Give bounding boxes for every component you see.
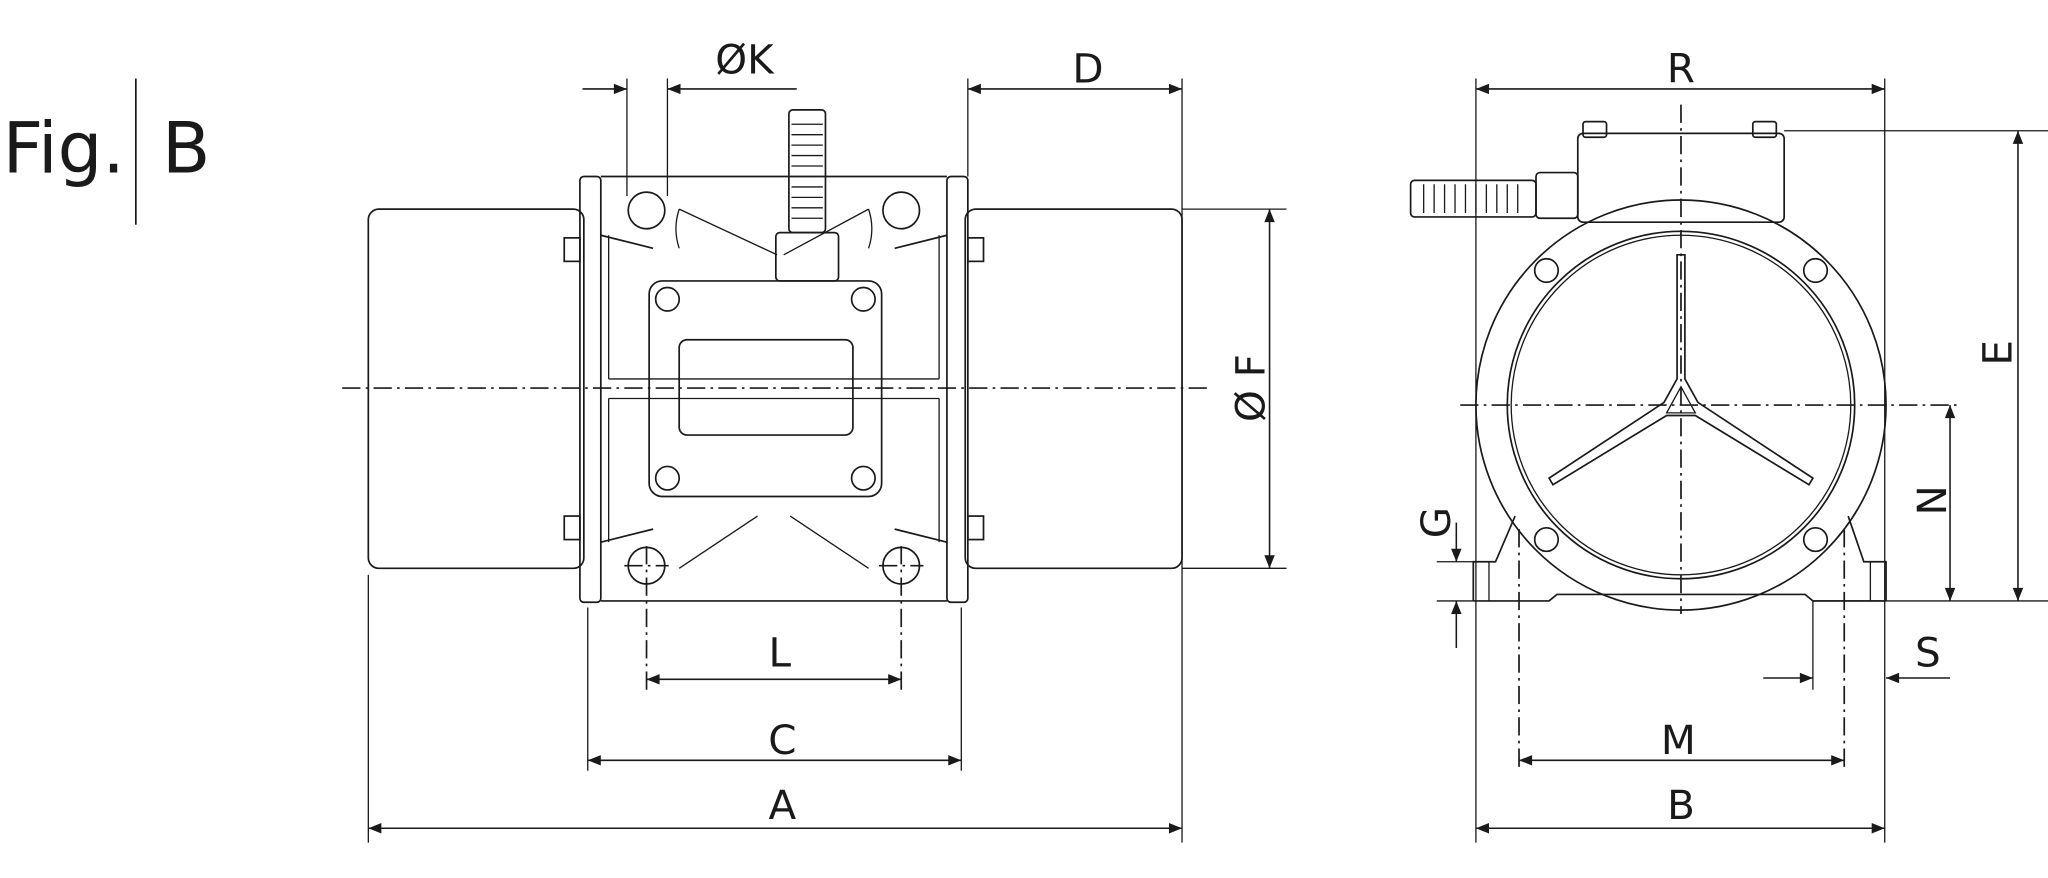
base-feet xyxy=(1472,515,1887,602)
dimension-e-label: E xyxy=(1973,340,2021,366)
dimension-d-label: D xyxy=(1072,44,1103,92)
box-screw xyxy=(1582,120,1608,139)
housing-body xyxy=(600,175,948,602)
extension-lines xyxy=(1436,78,2048,843)
bolt-head xyxy=(966,515,985,541)
bolt-head xyxy=(966,237,985,263)
dimension-c-label: C xyxy=(768,716,796,764)
cable-gland xyxy=(788,109,827,234)
cable-gland-nut xyxy=(774,231,840,282)
dimension-m-label: M xyxy=(1661,716,1696,764)
hole-centerlines xyxy=(624,546,924,693)
cable-gland xyxy=(1409,179,1537,218)
dimension-g-label: G xyxy=(1412,507,1460,538)
housing-ribs xyxy=(608,235,940,543)
side-view: A C L D ØK Ø F xyxy=(342,35,1287,843)
base-feet-detail xyxy=(1488,561,1872,690)
hole-centerlines xyxy=(1518,529,1846,771)
screw-icon xyxy=(1533,257,1829,553)
mounting-hole xyxy=(882,191,921,230)
dimension-k-label: ØK xyxy=(715,35,775,83)
front-view: R B M E N G S xyxy=(1409,44,2048,843)
dimension-b-label: B xyxy=(1667,781,1695,829)
bolt-head xyxy=(563,515,581,541)
cable-gland-nut xyxy=(1535,171,1579,220)
cable-gland-ribs xyxy=(791,123,823,219)
cover-ribs xyxy=(1547,253,1815,486)
right-flange xyxy=(946,175,969,604)
bolt-head xyxy=(563,237,581,263)
dimension-n-label: N xyxy=(1908,485,1956,515)
dimension-a-label: A xyxy=(769,781,797,829)
extension-lines xyxy=(367,78,1287,843)
cable-gland-ribs xyxy=(1423,184,1519,214)
figure-letter: B xyxy=(162,108,210,190)
dimension-f-label: Ø F xyxy=(1226,354,1274,422)
mounting-hole xyxy=(627,191,666,230)
figure-prefix: Fig. xyxy=(3,108,125,190)
left-flange xyxy=(579,175,602,604)
dimension-l-label: L xyxy=(768,628,791,676)
box-screw xyxy=(1751,120,1778,139)
dimension-s-label: S xyxy=(1915,628,1941,676)
dimension-r-label: R xyxy=(1667,44,1695,92)
screw-icon xyxy=(654,286,876,491)
